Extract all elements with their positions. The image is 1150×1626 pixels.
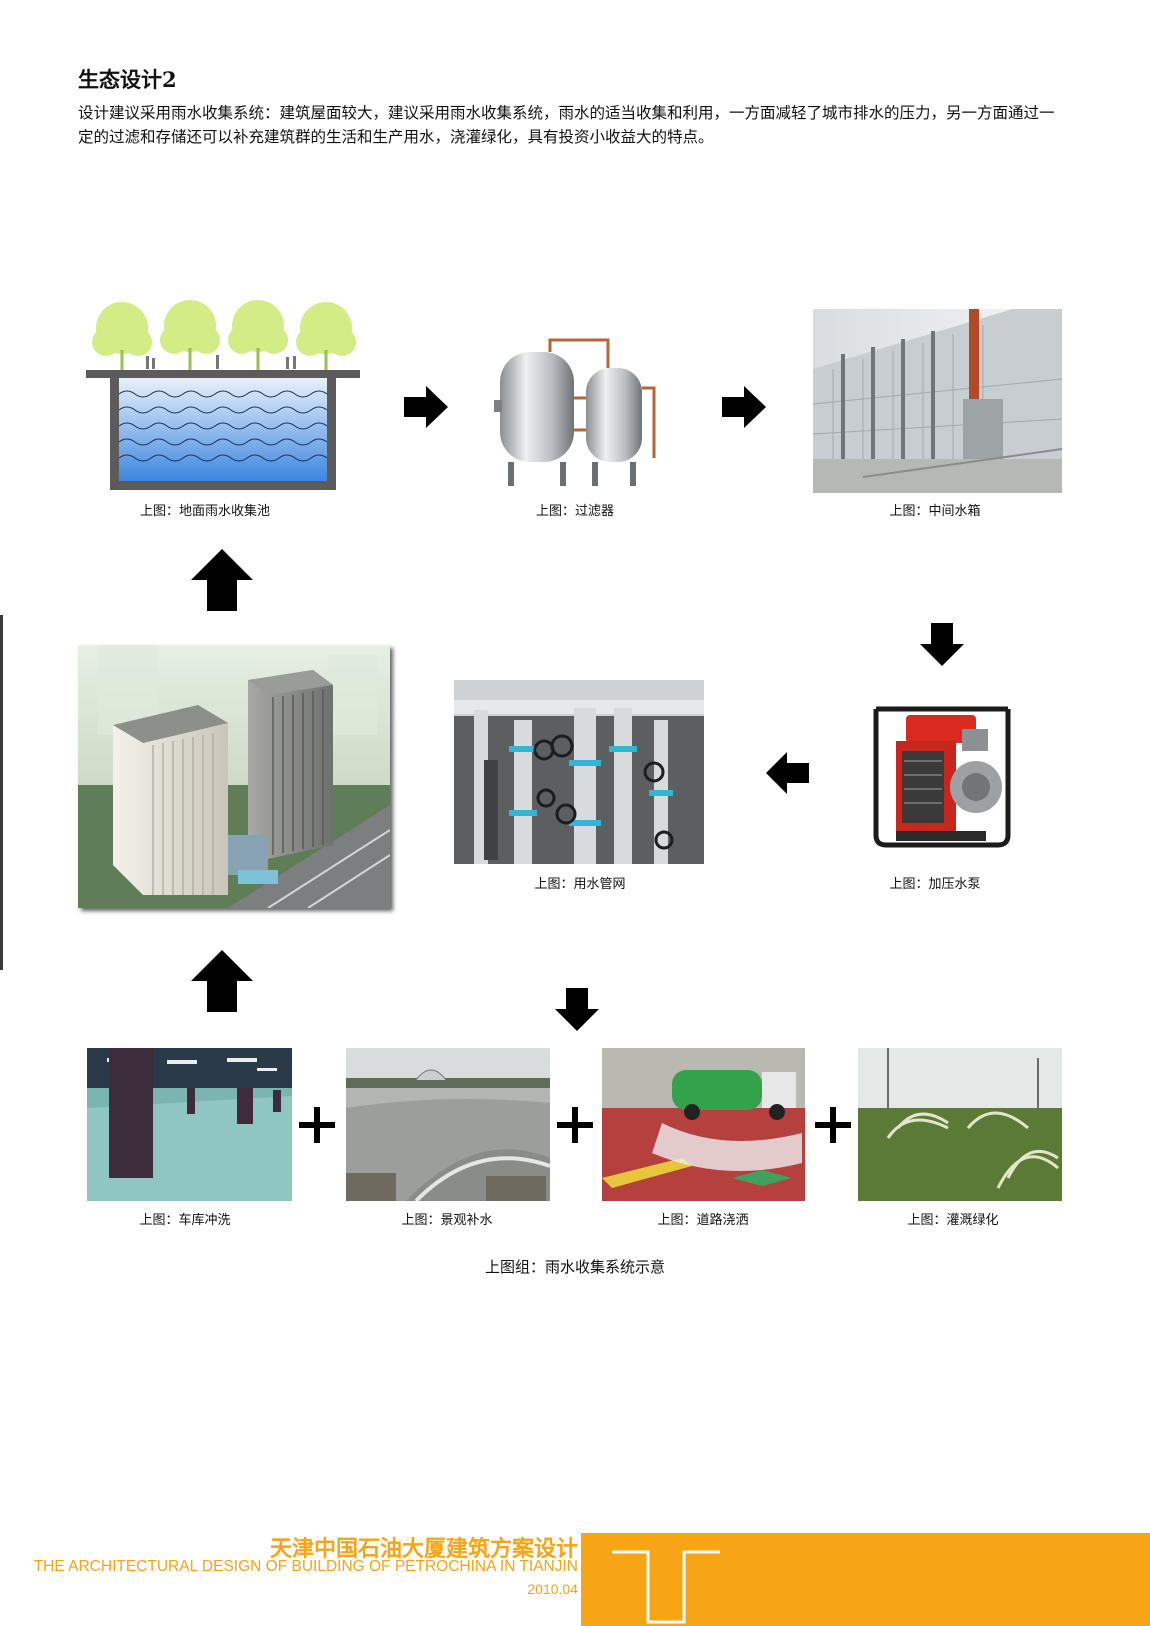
arrow-up-icon — [191, 549, 253, 611]
ground-pool-illustration — [86, 298, 360, 493]
caption-filter: 上图：过滤器 — [535, 504, 614, 519]
page-title: 生态设计2 — [78, 67, 177, 92]
caption-ground-pool: 上图：地面雨水收集池 — [139, 504, 270, 519]
group-caption: 上图组：雨水收集系统示意 — [484, 1258, 665, 1276]
road-sprinkling-photo — [602, 1048, 805, 1201]
plus-icon — [299, 1107, 335, 1143]
plus-icon — [815, 1107, 851, 1143]
caption-pipes: 上图：用水管网 — [534, 877, 626, 892]
intro-paragraph: 设计建议采用雨水收集系统：建筑屋面较大，建议采用雨水收集系统，雨水的适当收集和利… — [78, 104, 1055, 146]
landscape-water-photo — [346, 1048, 550, 1201]
plus-icon — [557, 1107, 593, 1143]
arrow-right-icon — [404, 386, 448, 428]
arrow-right-icon — [722, 386, 766, 428]
garage-washing-photo — [87, 1048, 292, 1201]
booster-pump-photo — [866, 695, 1016, 850]
caption-pump: 上图：加压水泵 — [889, 877, 981, 892]
left-edge-rule — [0, 615, 3, 970]
filter-photo — [490, 338, 660, 490]
footer-title-cn: 天津中国石油大厦建筑方案设计 — [269, 1537, 578, 1562]
footer-title-en: THE ARCHITECTURAL DESIGN OF BUILDING OF … — [33, 1558, 578, 1575]
arrow-up-icon — [191, 950, 253, 1012]
caption-irrigation: 上图：灌溉绿化 — [907, 1213, 999, 1228]
footer-accent-bar — [581, 1533, 1150, 1626]
footer-date: 2010.04 — [527, 1581, 578, 1597]
pipe-network-photo — [454, 680, 704, 864]
caption-landscape: 上图：景观补水 — [401, 1213, 493, 1228]
footer-logo-icon — [612, 1550, 722, 1626]
caption-tank: 上图：中间水箱 — [889, 504, 981, 519]
caption-road: 上图：道路浇洒 — [657, 1213, 749, 1228]
intermediate-tank-photo — [813, 309, 1062, 493]
arrow-down-icon — [920, 623, 964, 666]
building-rendering — [78, 645, 390, 908]
caption-garage: 上图：车库冲洗 — [139, 1213, 231, 1228]
arrow-down-icon — [555, 988, 599, 1031]
irrigation-photo — [858, 1048, 1062, 1201]
arrow-left-icon — [766, 752, 809, 794]
